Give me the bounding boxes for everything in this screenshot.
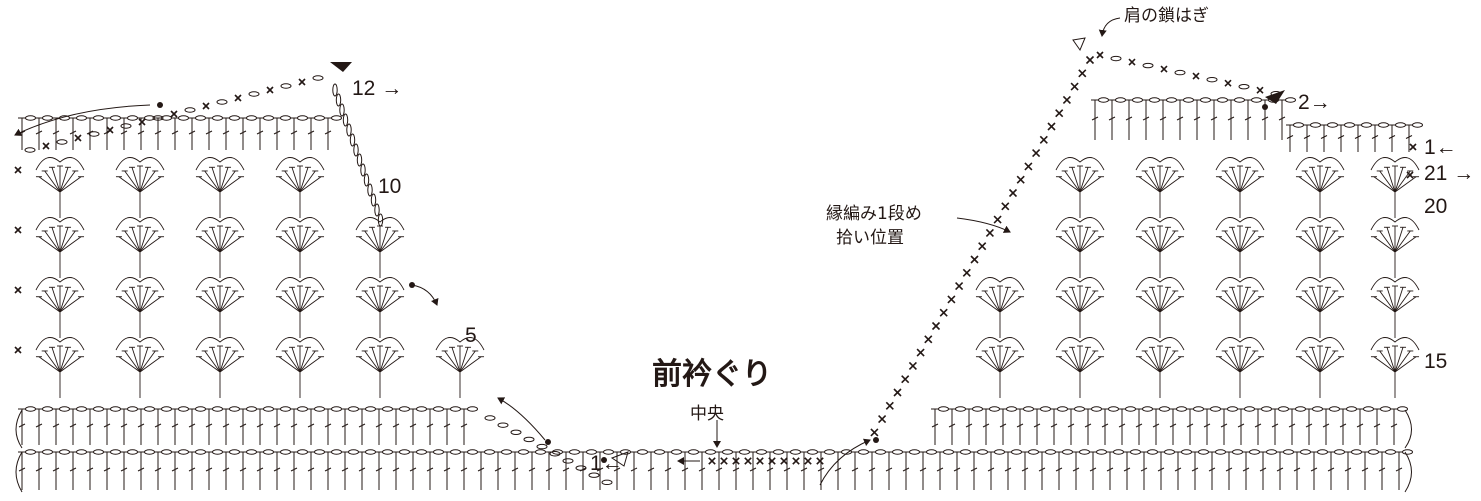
center-label: 中央 <box>690 404 724 424</box>
row-10-left-label: 10 <box>378 175 402 198</box>
row-15-right-label: 15 <box>1424 350 1448 373</box>
shell-pattern-rows <box>14 157 1420 398</box>
edging-note-line2: 拾い位置 <box>836 228 904 248</box>
shoulder-rows <box>18 37 1423 467</box>
connector-arrows <box>14 17 1268 486</box>
edging-note-line1: 縁編み1段め <box>826 204 922 224</box>
row-1-left-label: 1← <box>590 452 623 475</box>
row-12-left-label: 12 → <box>352 77 403 100</box>
row-5-left-label: 5 <box>465 324 477 347</box>
chart-title: 前衿ぐり <box>652 357 772 392</box>
row-21-right-label: 21 → <box>1424 162 1475 185</box>
row-1-right-label: 1← <box>1424 136 1457 159</box>
row-20-right-label: 20 <box>1424 195 1448 218</box>
shoulder-note: 肩の鎖はぎ <box>1124 6 1209 26</box>
edging-pickup-line <box>708 55 1417 465</box>
row-2-right-label: 2→ <box>1298 91 1331 114</box>
double-crochet-rows <box>15 406 1413 493</box>
